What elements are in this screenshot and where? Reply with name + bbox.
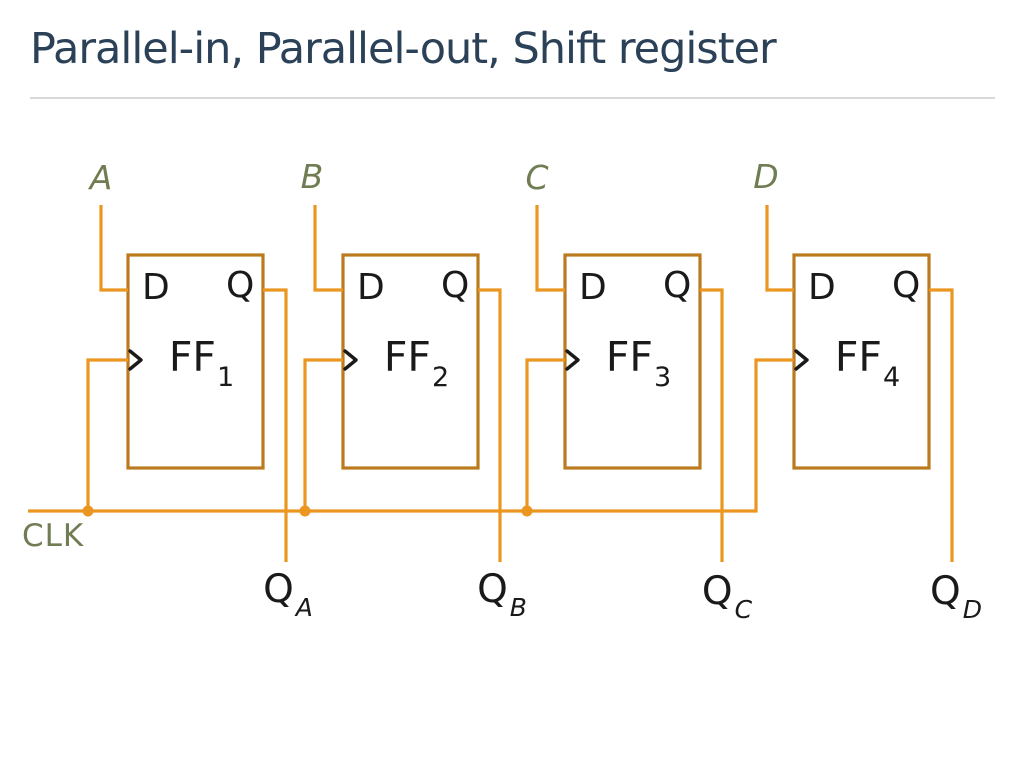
- output-label-qb: QB: [477, 567, 527, 622]
- wire-output-qc: [700, 288, 724, 562]
- ff4-q-pin-label: Q: [892, 265, 921, 306]
- ff3-name: FF3: [605, 333, 672, 394]
- wire-input-b: [313, 205, 343, 292]
- wire-clk-ff1: [86, 358, 128, 511]
- ff3-d-pin-label: D: [579, 267, 607, 308]
- clk-label: CLK: [22, 518, 85, 554]
- clock-edge-icon: [128, 349, 143, 371]
- ff4-d-pin-label: D: [808, 267, 836, 308]
- clock-edge-icon: [343, 349, 358, 371]
- wire-input-d: [765, 205, 794, 292]
- ff1-d-pin-label: D: [142, 267, 170, 308]
- input-label-d: D: [753, 157, 779, 196]
- wire-output-qa: [263, 288, 288, 562]
- output-label-qc: QC: [701, 569, 753, 624]
- input-label-b: B: [300, 157, 324, 196]
- wire-output-qd: [929, 288, 954, 562]
- title-divider: [30, 97, 995, 99]
- ff3-box: [563, 253, 702, 470]
- junction-dot: [299, 505, 311, 517]
- junction-dot: [521, 505, 533, 517]
- ff2-q-pin-label: Q: [441, 265, 470, 306]
- ff4-box: [792, 253, 931, 470]
- wire-clk-ff2: [303, 358, 343, 511]
- output-label-qd: QD: [930, 569, 982, 624]
- junction-dot: [82, 505, 94, 517]
- ff4-name: FF4: [834, 333, 901, 394]
- ff3-q-pin-label: Q: [663, 265, 692, 306]
- ff1-box: [126, 253, 265, 470]
- ff2-name: FF2: [383, 333, 450, 394]
- wire-clk-ff3: [525, 358, 565, 511]
- input-label-a: A: [89, 158, 113, 197]
- ff1-q-pin-label: Q: [226, 265, 255, 306]
- wire-output-qb: [478, 288, 502, 562]
- wire-input-a: [99, 205, 128, 292]
- ff2-d-pin-label: D: [357, 267, 385, 308]
- page-title: Parallel-in, Parallel-out, Shift registe…: [30, 24, 777, 74]
- wire-clk-rail: [28, 358, 794, 513]
- clock-edge-icon: [565, 349, 580, 371]
- wire-input-c: [535, 205, 565, 292]
- ff1-name: FF1: [168, 333, 235, 394]
- output-label-qa: QA: [263, 567, 313, 622]
- clock-edge-icon: [794, 349, 809, 371]
- ff2-box: [341, 253, 480, 470]
- input-label-c: C: [525, 158, 549, 197]
